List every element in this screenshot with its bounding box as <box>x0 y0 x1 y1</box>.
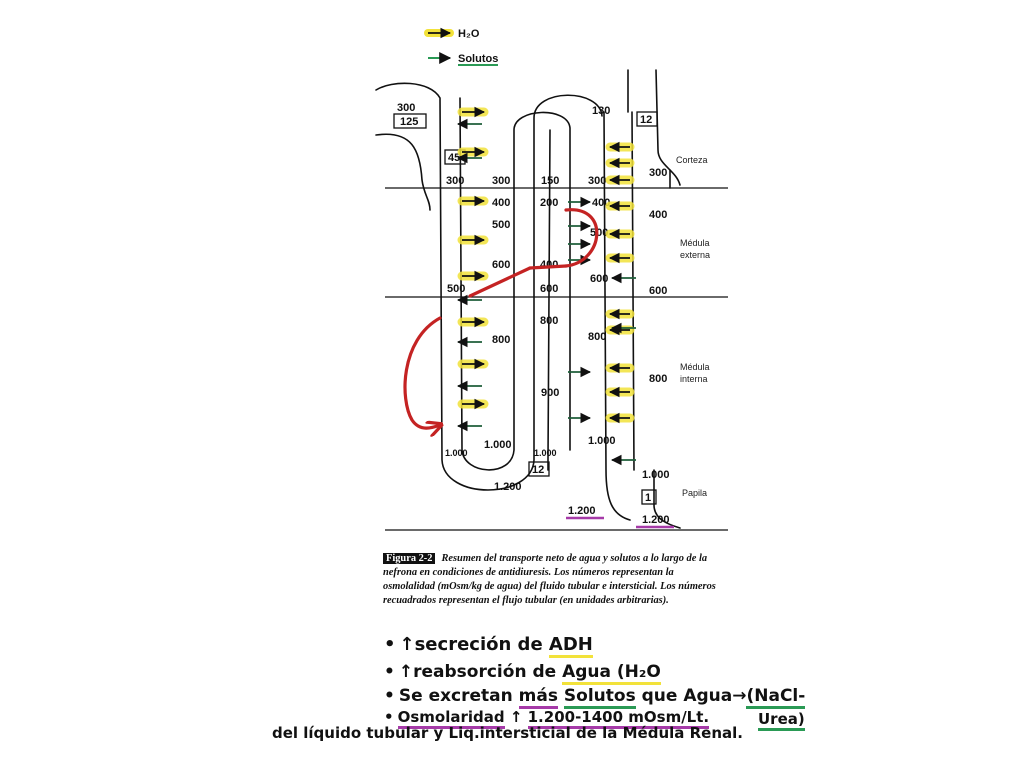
zone-papilla: Papila <box>682 488 707 498</box>
note-line-1: •↑secreción de ADH <box>384 634 593 658</box>
osm-collecting-600: 600 <box>590 273 608 285</box>
osm-cortex-left: 300 <box>397 102 415 114</box>
note-line-4: •Osmolaridad ↑ 1.200-1400 mOsm/Lt. <box>384 708 710 729</box>
red-line-ascending <box>528 264 568 270</box>
note-2-water: Agua (H₂O <box>562 662 661 685</box>
osm-boundary-mid: 600 <box>540 283 558 295</box>
legend: H₂O Solutos <box>424 27 498 66</box>
legend-solute-label: Solutos <box>458 53 498 65</box>
note-4-osmolaridad: Osmolaridad <box>397 708 505 729</box>
note-3-rest: que Agua→ <box>635 686 747 706</box>
osm-loop-bottom: 1.200 <box>494 481 522 493</box>
osm-descending-500: 500 <box>492 219 510 231</box>
osm-outer-right-400: 400 <box>649 209 667 221</box>
note-3-text: Se excretan <box>398 686 519 706</box>
note-line-3: •Se excretan más Solutos que Agua→(NaCl- <box>384 686 806 709</box>
red-hook <box>564 208 599 268</box>
caption-text: Resumen del transporte neto de agua y so… <box>383 553 716 606</box>
flow-box-12-loop <box>528 461 550 477</box>
note-3-solutos: Solutos <box>563 686 636 709</box>
note-1-text: ↑secreción de <box>399 634 549 655</box>
osm-boundary-right: 600 <box>649 285 667 297</box>
osm-interstitial-1000: 1.000 <box>642 469 670 481</box>
flow-value-125: 125 <box>400 116 418 128</box>
osm-cortex-left-tubule: 300 <box>446 175 464 187</box>
osm-boundary-left: 500 <box>447 283 465 295</box>
solute-arrows <box>456 118 636 466</box>
note-4-range: 1.200-1400 mOsm/Lt. <box>527 708 710 729</box>
red-line-boundary <box>468 266 532 298</box>
osm-loop-1000-right: 1.000 <box>534 448 557 458</box>
zone-labels: Corteza Médula externa Médula interna Pa… <box>676 155 710 498</box>
zone-inner-medulla-2: interna <box>680 374 708 384</box>
zone-inner-medulla-1: Médula <box>680 362 710 372</box>
note-2-text: ↑reabsorción de <box>398 662 563 682</box>
red-curve-arrow <box>403 316 440 428</box>
zone-outer-medulla-2: externa <box>680 250 710 260</box>
zone-outer-medulla-1: Médula <box>680 238 710 248</box>
zone-cortex: Corteza <box>676 155 708 165</box>
note-line-2: •↑reabsorción de Agua (H₂O <box>384 662 661 685</box>
osm-collecting-1000: 1.000 <box>588 435 616 447</box>
osm-inner-800-right: 800 <box>649 373 667 385</box>
note-3-nacl: (NaCl- <box>746 686 806 709</box>
osm-papilla-right: 1.200 <box>642 514 670 526</box>
red-annotations <box>403 208 599 428</box>
osm-loop-1000: 1.000 <box>484 439 512 451</box>
osm-ascending-top: 150 <box>541 175 559 187</box>
nephron-outline <box>375 69 681 529</box>
osm-descending-600: 600 <box>492 259 510 271</box>
osm-inner-800-left: 800 <box>492 334 510 346</box>
osm-ascending-200: 200 <box>540 197 558 209</box>
osm-asc-900: 900 <box>541 387 559 399</box>
flow-value-12-loop: 12 <box>532 464 544 476</box>
note-4-arrow: ↑ <box>504 708 528 726</box>
flow-box-12-top <box>636 111 658 127</box>
note-1-adh: ADH <box>548 634 593 658</box>
osm-loop-1000-left: 1.000 <box>445 448 468 458</box>
osm-asc-800: 800 <box>540 315 558 327</box>
osm-collecting-cortex: 300 <box>588 175 606 187</box>
flow-box-1 <box>641 489 657 505</box>
osm-collecting-top: 130 <box>592 105 610 117</box>
flow-value-12-top: 12 <box>640 114 652 126</box>
note-3-mas: más <box>518 686 558 709</box>
note-line-3-urea: Urea) <box>758 710 805 731</box>
flow-box-125 <box>393 113 427 129</box>
osm-descending-400: 400 <box>492 197 510 209</box>
osm-cortex-right: 300 <box>649 167 667 179</box>
legend-water-label: H₂O <box>458 28 480 40</box>
osm-inner-800-mid: 800 <box>588 331 606 343</box>
osm-papilla-left: 1.200 <box>568 505 596 517</box>
osm-outer-500: 500 <box>590 227 608 239</box>
note-3-urea: Urea) <box>758 710 805 731</box>
note-line-5: del líquido tubular y Liq.intersticial d… <box>272 724 743 742</box>
flow-value-1: 1 <box>645 492 651 504</box>
figure-number: Figura 2-2 <box>383 553 436 564</box>
osm-cortex-interstitial: 300 <box>492 175 510 187</box>
